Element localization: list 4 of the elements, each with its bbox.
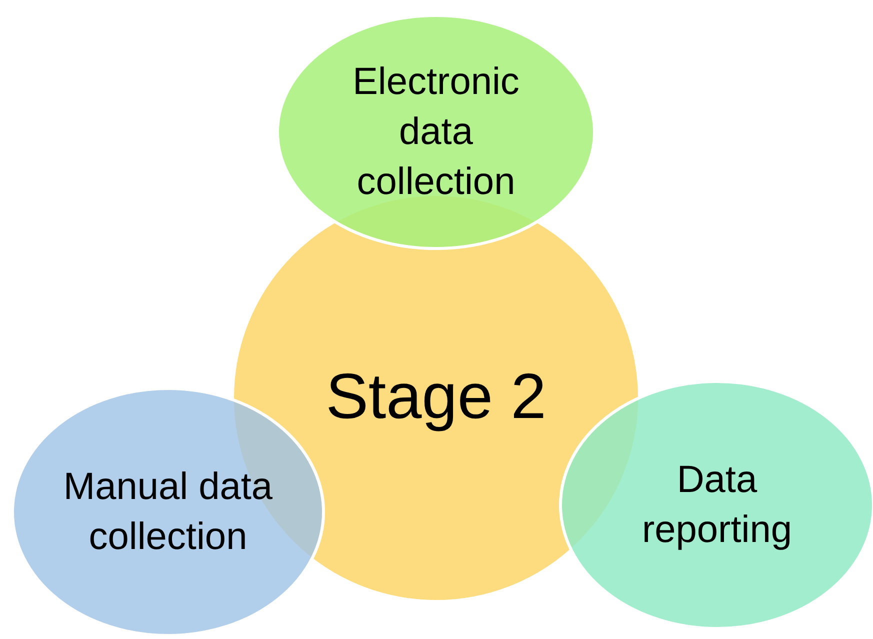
center-title: Stage 2 xyxy=(326,358,546,434)
node-label: Manual data collection xyxy=(62,464,274,560)
node-label: Electronic data collection xyxy=(352,60,520,206)
node-label: Data reporting xyxy=(641,458,793,553)
